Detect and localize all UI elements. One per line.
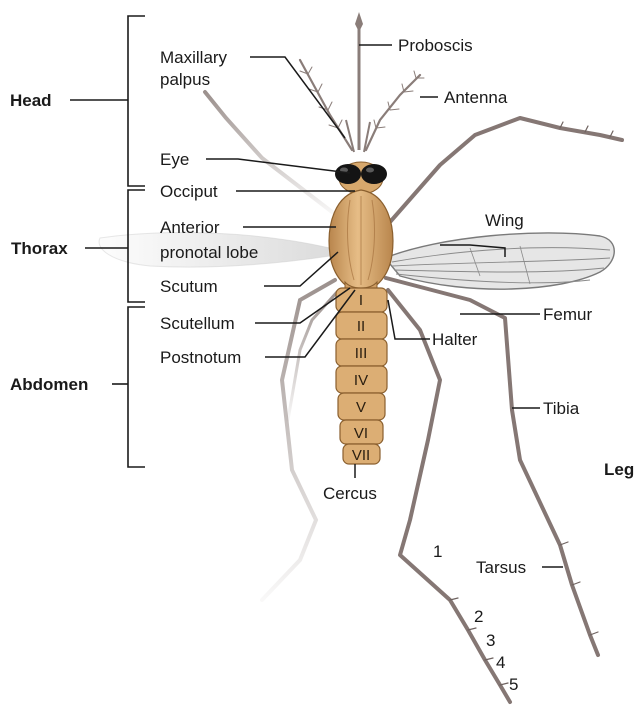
tarsal-segment-label: 4 (496, 653, 505, 672)
tarsal-segment-label: 1 (433, 542, 442, 561)
tibia-label: Tibia (543, 399, 580, 418)
occiput-label: Occiput (160, 182, 218, 201)
tarsal-segment-label: 5 (509, 675, 518, 694)
femur-label: Femur (543, 305, 592, 324)
thorax-label: Thorax (11, 239, 68, 258)
abdomen-segment-label: III (355, 345, 368, 362)
abdomen-segment-label: VII (352, 447, 370, 464)
antennae (300, 60, 424, 150)
anterior-pronotal-lobe-label-line1: Anterior (160, 218, 220, 237)
abdomen-label: Abdomen (10, 375, 88, 394)
cercus-label: Cercus (323, 484, 377, 503)
postnotum-label: Postnotum (160, 348, 241, 367)
antenna-label: Antenna (444, 88, 508, 107)
scutellum-label: Scutellum (160, 314, 235, 333)
abdomen-segment-label: VI (354, 425, 368, 442)
proboscis-tip (355, 12, 363, 32)
abdomen-segment-label: IV (354, 372, 368, 389)
proboscis-label: Proboscis (398, 36, 473, 55)
eye-label: Eye (160, 150, 189, 169)
tarsal-segment-label: 3 (486, 631, 495, 650)
anterior-pronotal-lobe-label-line2: pronotal lobe (160, 243, 258, 262)
leg-label: Leg (604, 460, 634, 479)
halter-label: Halter (432, 330, 478, 349)
scutum-label: Scutum (160, 277, 218, 296)
abdomen-segment-label: II (357, 318, 365, 335)
maxillary-palpus-label-line1: Maxillary (160, 48, 228, 67)
right-eye (361, 164, 387, 184)
right-legs (386, 118, 622, 702)
abdomen-segment-label: I (359, 292, 363, 309)
right-wing (385, 233, 614, 289)
abdomen-segment-label: V (356, 399, 366, 416)
left-eye (335, 164, 361, 184)
head-label: Head (10, 91, 52, 110)
maxillary-palpus-label-line2: palpus (160, 70, 210, 89)
tarsal-segment-label: 2 (474, 607, 483, 626)
tarsus-label: Tarsus (476, 558, 526, 577)
wing-label: Wing (485, 211, 524, 230)
